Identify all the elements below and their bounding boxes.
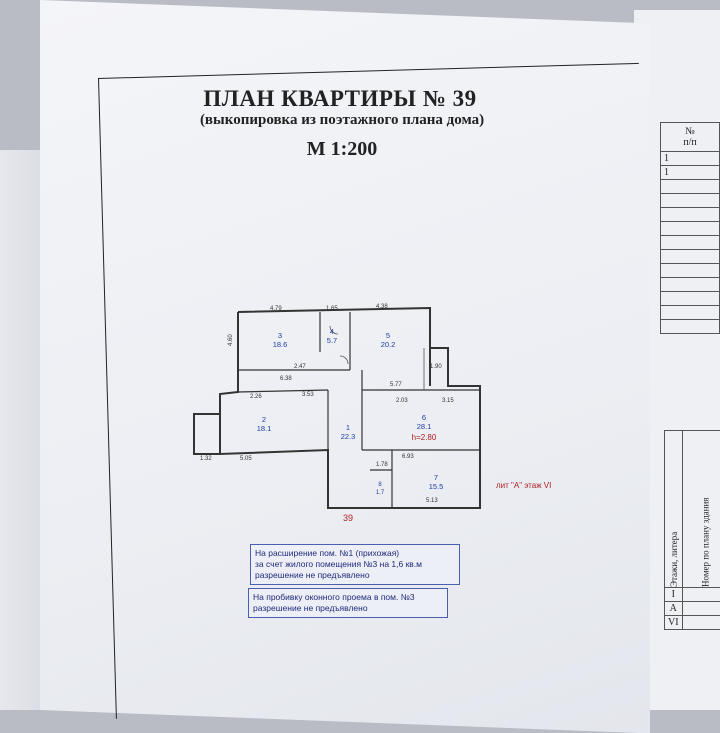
table-header: Номер по плану здания (682, 430, 720, 588)
table-cell (660, 263, 720, 278)
table-cell (681, 601, 720, 616)
svg-text:2.47: 2.47 (294, 364, 306, 370)
svg-text:6.38: 6.38 (280, 376, 292, 382)
table-cell (681, 587, 720, 602)
room-3-num: 3 (278, 331, 282, 340)
svg-text:1.78: 1.78 (376, 462, 388, 468)
note-line: разрешение не предъявлено (253, 603, 368, 613)
svg-text:3.53: 3.53 (302, 392, 314, 398)
svg-text:4.79: 4.79 (270, 306, 282, 312)
svg-text:5.77: 5.77 (390, 382, 402, 388)
svg-text:1.32: 1.32 (200, 456, 212, 462)
svg-text:5.13: 5.13 (426, 498, 438, 504)
room-6-area: 28.1 (417, 422, 432, 431)
side-table-top: № п/п 1 1 (660, 122, 720, 334)
table-cell (660, 277, 720, 292)
room-1-num: 1 (346, 423, 350, 432)
side-table-bottom: Этажи, литера Номер по плану здания I А … (664, 430, 720, 630)
room-5-num: 5 (386, 331, 390, 340)
table-cell (660, 179, 720, 194)
room-8-num: 8 (378, 482, 382, 488)
table-cell (660, 305, 720, 320)
svg-text:6.93: 6.93 (402, 454, 414, 460)
room-8-area: 1.7 (376, 490, 385, 496)
table-cell: VI (664, 615, 683, 630)
note-line: На пробивку оконного проема в пом. №3 (253, 592, 415, 602)
note-line: за счет жилого помещения №3 на 1,6 кв.м (255, 559, 423, 569)
table-cell (660, 207, 720, 222)
side-table-header: № п/п (660, 122, 720, 152)
room-4-num: 4 (330, 327, 334, 336)
table-cell: 1 (660, 151, 720, 166)
room-7-num: 7 (434, 473, 438, 482)
table-cell (660, 221, 720, 236)
table-cell (660, 319, 720, 334)
table-header: Этажи, литера (664, 430, 683, 588)
room-1-area: 22.3 (341, 432, 356, 441)
table-cell: 1 (660, 165, 720, 180)
door-swing (339, 355, 349, 365)
svg-text:3.15: 3.15 (442, 398, 454, 404)
table-cell (660, 291, 720, 306)
note-line: разрешение не предъявлено (255, 570, 370, 580)
document-subtitle: (выкопировка из поэтажного плана дома) (199, 112, 485, 128)
room-3-area: 18.6 (273, 340, 288, 349)
room-7-area: 15.5 (429, 482, 444, 491)
svg-text:4.38: 4.38 (376, 304, 388, 310)
table-cell (681, 615, 720, 630)
room-5-area: 20.2 (381, 340, 396, 349)
apartment-number: 39 (343, 513, 354, 523)
svg-text:1.90: 1.90 (430, 364, 442, 370)
door-swing (329, 325, 339, 335)
table-cell (660, 249, 720, 264)
room-2-area: 18.1 (257, 424, 272, 433)
header-line: п/п (683, 137, 697, 148)
svg-text:1.65: 1.65 (326, 306, 338, 312)
header-line: № (685, 126, 695, 137)
ceiling-height: h=2.80 (412, 433, 437, 442)
svg-text:2.26: 2.26 (250, 394, 262, 400)
document-title: ПЛАН КВАРТИРЫ № 39 (203, 86, 477, 111)
note-line: На расширение пом. №1 (прихожая) (255, 548, 400, 558)
table-cell: А (664, 601, 683, 616)
svg-text:5.05: 5.05 (240, 456, 252, 462)
svg-text:4.60: 4.60 (228, 334, 234, 346)
table-cell: I (664, 587, 683, 602)
svg-text:2.03: 2.03 (396, 398, 408, 404)
balcony-left (193, 413, 220, 455)
note-window: На пробивку оконного проема в пом. №3 ра… (248, 588, 448, 618)
table-cell (660, 235, 720, 250)
room-6-num: 6 (422, 413, 426, 422)
litera-label: лит "А" этаж VI (496, 481, 552, 490)
room-2-num: 2 (262, 415, 266, 424)
note-expansion: На расширение пом. №1 (прихожая) за счет… (250, 544, 460, 585)
document-scale: М 1:200 (306, 138, 378, 160)
table-cell (660, 193, 720, 208)
room-4-area: 5.7 (327, 336, 337, 345)
